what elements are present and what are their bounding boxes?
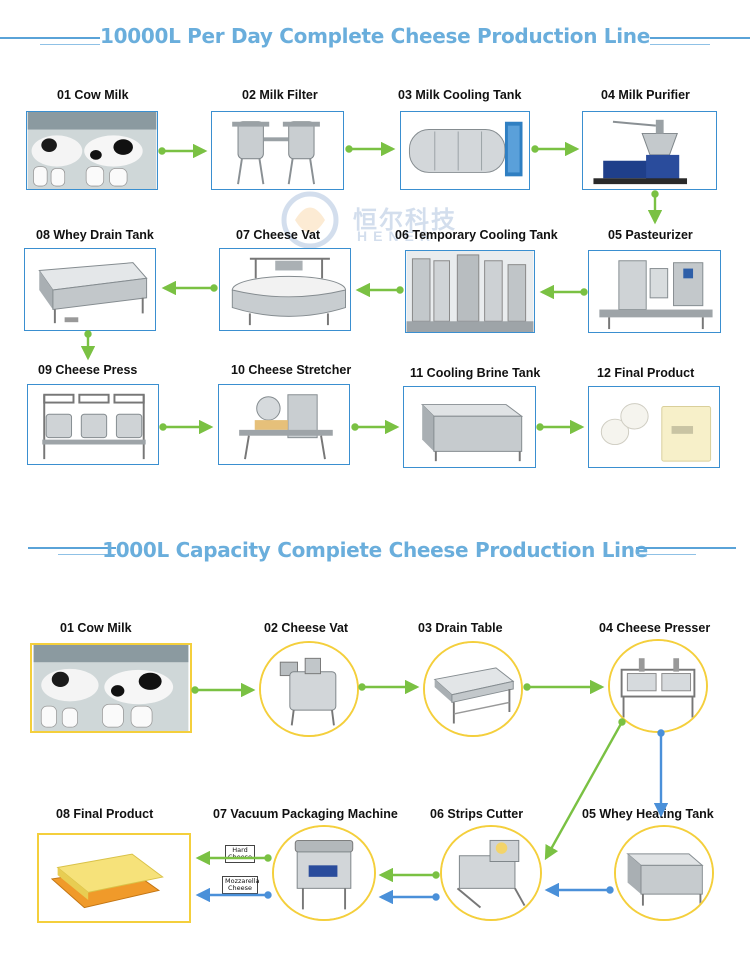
- s1-cheese-vat-image: [219, 248, 351, 331]
- cheese-block-icon: [40, 835, 188, 921]
- s1-temporary-cooling-tank-image: [405, 250, 535, 333]
- hener-watermark: 恒尔科技 HENER: [275, 190, 485, 250]
- s1-label-06: 06 Temporary Cooling Tank: [395, 228, 558, 242]
- s1-milk-cooling-tank-image: [400, 111, 530, 190]
- title-rule-left-1b: [40, 44, 100, 45]
- s2-label-06: 06 Strips Cutter: [430, 807, 524, 821]
- title-rule-left-2b: [58, 554, 116, 555]
- whey-drain-tank-icon: [25, 249, 155, 330]
- s2-label-05: 05 Whey Heating Tank: [582, 807, 714, 821]
- watermark-sub: HENER: [357, 228, 437, 244]
- tag-mozzarella-cheese: Mozzarella Cheese: [222, 876, 260, 894]
- s1-label-09: 09 Cheese Press: [38, 363, 138, 377]
- s2-label-07: 07 Vacuum Packaging Machine: [213, 807, 398, 821]
- milk-filter-icon: [212, 112, 343, 189]
- title-rule-right-2: [636, 547, 736, 549]
- s1-milk-filter-image: [211, 111, 344, 190]
- s1-label-12: 12 Final Product: [597, 366, 695, 380]
- s1-label-01: 01 Cow Milk: [57, 88, 129, 102]
- s2-label-03: 03 Drain Table: [418, 621, 503, 635]
- pasteurizer-icon: [589, 251, 720, 332]
- s1-whey-drain-tank-image: [24, 248, 156, 331]
- s1-pasteurizer-image: [588, 250, 721, 333]
- watermark-text: 恒尔科技: [353, 206, 457, 234]
- cow-milk-icon: [33, 645, 189, 731]
- s2-label-04: 04 Cheese Presser: [599, 621, 711, 635]
- s2-whey-heating-tank-image: [614, 825, 714, 921]
- s1-label-07: 07 Cheese Vat: [236, 228, 321, 242]
- cheese-stretcher-icon: [219, 385, 349, 464]
- s2-drain-table-image: [423, 641, 523, 737]
- s2-label-02: 02 Cheese Vat: [264, 621, 349, 635]
- s1-cheese-stretcher-image: [218, 384, 350, 465]
- whey-heating-tank-icon: [616, 827, 712, 919]
- s2-strips-cutter-image: [440, 825, 542, 921]
- cooling-brine-tank-icon: [404, 387, 535, 467]
- cooling-tank-icon: [401, 112, 529, 189]
- s1-label-11: 11 Cooling Brine Tank: [410, 366, 541, 380]
- s1-milk-purifier-image: [582, 111, 717, 190]
- title-rule-left-2: [28, 547, 116, 549]
- s1-final-product-image: [588, 386, 720, 468]
- section1-title: 10000L Per Day Complete Cheese Productio…: [99, 24, 650, 48]
- cow-milk-icon: [27, 112, 157, 189]
- s1-label-08: 08 Whey Drain Tank: [36, 228, 154, 242]
- cheese-vat-icon: [220, 249, 350, 330]
- title-rule-right-2b: [636, 554, 696, 555]
- s2-cheese-vat-image: [259, 641, 359, 737]
- hener-logo-icon: [281, 191, 339, 249]
- s2-cow-milk-image: [30, 643, 192, 733]
- s1-label-02: 02 Milk Filter: [242, 88, 318, 102]
- s2-final-product-image: [37, 833, 191, 923]
- final-product-icon: [589, 387, 719, 467]
- s2-label-01: 01 Cow Milk: [60, 621, 132, 635]
- tag-hard-cheese: Hard Cheese: [225, 845, 255, 863]
- s1-label-04: 04 Milk Purifier: [601, 88, 690, 102]
- s1-label-03: 03 Milk Cooling Tank: [398, 88, 522, 102]
- milk-purifier-icon: [583, 112, 716, 189]
- s1-cooling-brine-tank-image: [403, 386, 536, 468]
- strips-cutter-icon: [442, 827, 540, 919]
- section2-title: 1000L Capacity Compiete Cheese Productio…: [102, 538, 648, 562]
- vacuum-packaging-machine-icon: [274, 827, 374, 919]
- s1-cow-milk-image: [26, 111, 158, 190]
- drain-table-icon: [425, 643, 521, 735]
- cheese-presser-icon: [610, 641, 706, 731]
- s2-cheese-presser-image: [608, 639, 708, 733]
- temporary-cooling-tank-icon: [406, 251, 534, 332]
- title-rule-right-1b: [650, 44, 710, 45]
- arrow-s2-04-06: [544, 721, 624, 861]
- cheese-vat-icon: [261, 643, 357, 735]
- s1-label-05: 05 Pasteurizer: [608, 228, 693, 242]
- s1-label-10: 10 Cheese Stretcher: [231, 363, 352, 377]
- title-rule-right-1: [650, 37, 750, 39]
- cheese-press-icon: [28, 385, 158, 464]
- s2-vacuum-packaging-machine-image: [272, 825, 376, 921]
- title-rule-left-1: [0, 37, 100, 39]
- s1-cheese-press-image: [27, 384, 159, 465]
- s2-label-08: 08 Final Product: [56, 807, 154, 821]
